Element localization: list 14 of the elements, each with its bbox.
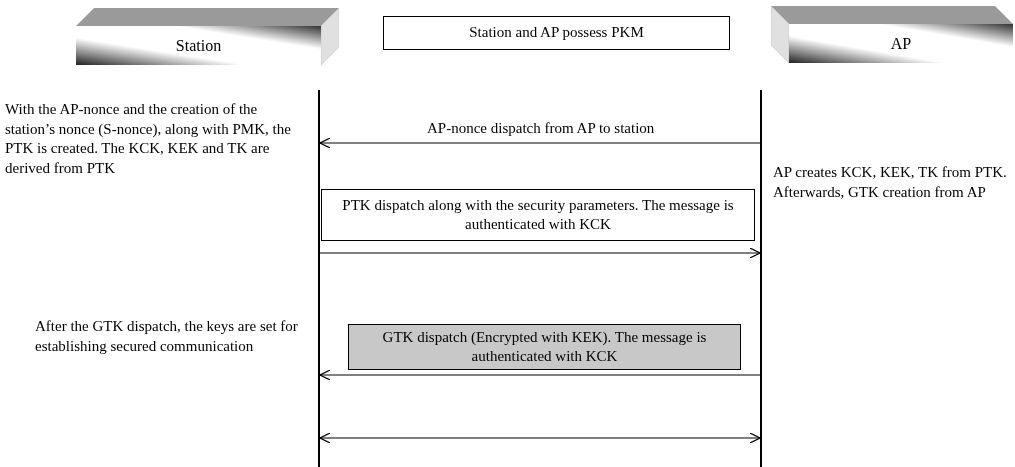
arrow: [319, 369, 761, 381]
side-note: AP creates KCK, KEK, TK from PTK. Afterwards, GTK creation from AP: [773, 163, 1008, 202]
lifeline: [318, 90, 320, 467]
arrow: [319, 432, 761, 444]
message-box: GTK dispatch (Encrypted with KEK). The message is authenticated with KCK: [348, 324, 741, 370]
arrow: [319, 247, 761, 259]
side-note: After the GTK dispatch, the keys are set for establishing secured communication: [35, 317, 299, 356]
lifeline: [760, 90, 762, 467]
side-note: With the AP-nonce and the creation of the station’s nonce (S-nonce), along with PMK, the PTK is created. The KCK, KEK and TK are derived from PTK: [5, 100, 292, 178]
header-label: Station: [175, 35, 222, 56]
message-box: Station and AP possess PKM: [383, 16, 730, 50]
arrow: [319, 137, 761, 149]
message-box: PTK dispatch along with the security parameters. The message is authenticated with KCK: [321, 189, 755, 241]
header-label: AP: [890, 33, 912, 54]
